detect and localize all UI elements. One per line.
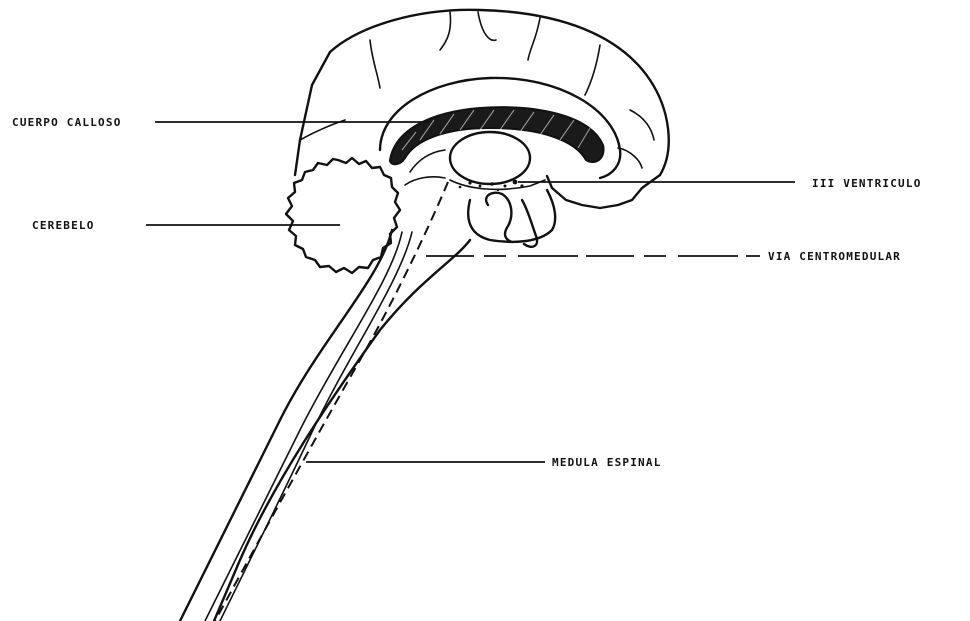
label-spinal-cord: MEDULA ESPINAL bbox=[552, 456, 662, 469]
hypothalamus bbox=[486, 193, 512, 242]
label-third-ventricle: III VENTRICULO bbox=[812, 177, 922, 190]
fornix bbox=[405, 150, 445, 185]
label-corpus-callosum: CUERPO CALLOSO bbox=[12, 116, 122, 129]
thalamus bbox=[450, 132, 530, 184]
corpus-callosum bbox=[390, 107, 604, 164]
label-cerebellum: CEREBELO bbox=[32, 219, 95, 232]
label-centromedullary-pathway: VIA CENTROMEDULAR bbox=[768, 250, 901, 263]
spinal-cord-right-edge bbox=[214, 240, 470, 621]
spinal-cord-left-edge bbox=[180, 230, 392, 621]
spinal-canal-left bbox=[205, 232, 402, 621]
spinal-canal-right bbox=[220, 232, 412, 621]
